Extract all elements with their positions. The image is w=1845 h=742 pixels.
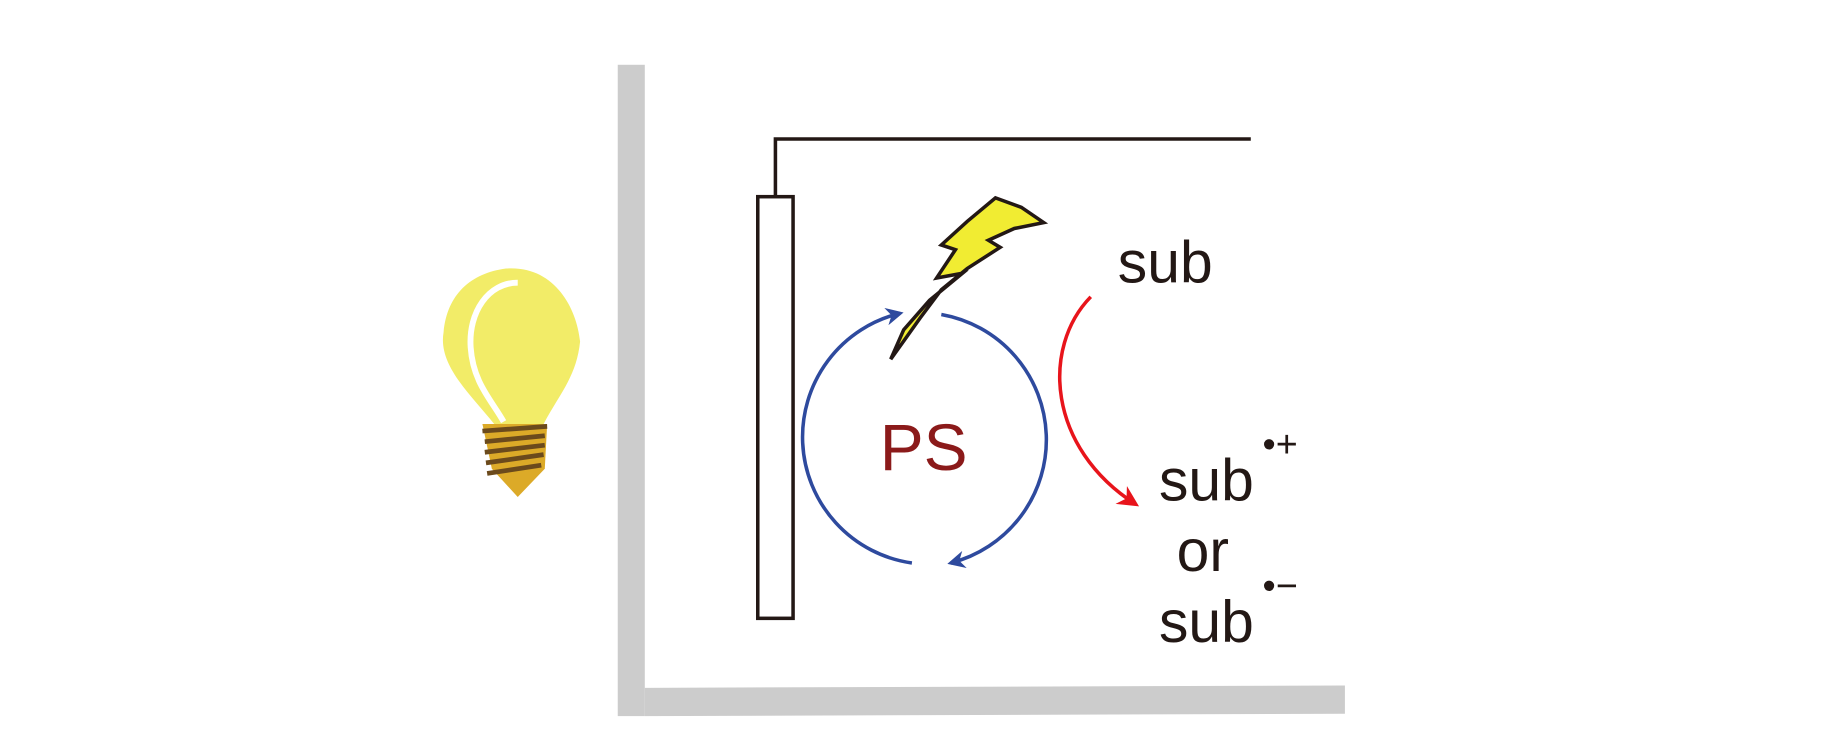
cell-wall-bottom bbox=[644, 685, 1345, 717]
radical-anion-base: sub bbox=[1159, 590, 1254, 655]
light-bulb-icon bbox=[442, 268, 581, 498]
radical-cation-base: sub bbox=[1159, 449, 1254, 514]
electrode-wire bbox=[773, 137, 1251, 197]
cycle-arrow-right bbox=[941, 312, 1049, 569]
ps-label: PS bbox=[880, 410, 968, 484]
lightning-bolt-icon bbox=[889, 195, 1049, 361]
substrate-label: sub bbox=[1118, 231, 1213, 296]
radical-anion-superscript: •− bbox=[1263, 564, 1298, 606]
or-label: or bbox=[1177, 519, 1229, 584]
cycle-arrow-left bbox=[800, 307, 913, 565]
radical-cation-superscript: •+ bbox=[1263, 423, 1298, 465]
electrode bbox=[756, 194, 795, 621]
reaction-arrow bbox=[1057, 295, 1140, 507]
cell-wall-left bbox=[617, 64, 645, 717]
